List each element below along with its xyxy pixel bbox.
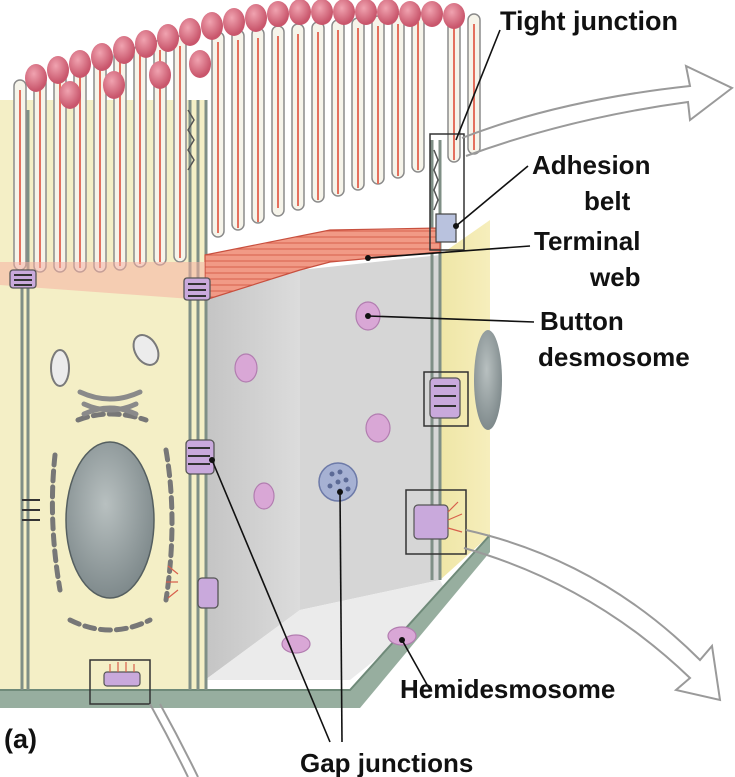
- label-tight-junction: Tight junction: [500, 6, 678, 36]
- adhesion-belt: [435, 213, 457, 243]
- label-adhesion-belt-line2: belt: [584, 186, 631, 216]
- interior-vesicles: [234, 301, 417, 654]
- desmosome-lines: [14, 274, 456, 521]
- label-hemidesmosome: Hemidesmosome: [400, 674, 615, 704]
- tight-junction-strands: [187, 109, 439, 211]
- cell-interior-back: [205, 270, 300, 680]
- cell-interior-floor: [205, 580, 450, 680]
- labels: Tight junction Adhesion belt Terminal we…: [4, 6, 690, 777]
- label-adhesion-belt-line1: Adhesion: [532, 150, 650, 180]
- microvilli: [13, 0, 481, 273]
- hemidesmosomes: [103, 504, 449, 687]
- golgi: [77, 389, 143, 417]
- left-nucleus: [65, 441, 155, 599]
- label-button-desmosome-line2: desmosome: [538, 342, 690, 372]
- callout-boxes: [89, 133, 469, 705]
- label-terminal-web-line2: web: [589, 262, 641, 292]
- label-button-desmosome-line1: Button: [540, 306, 624, 336]
- label-terminal-web-line1: Terminal: [534, 226, 640, 256]
- endoplasmic-reticulum: [49, 411, 175, 633]
- magnification-arrows: [149, 64, 734, 777]
- panel-letter: (a): [4, 724, 37, 754]
- leader-lines: [209, 29, 535, 743]
- label-gap-junctions: Gap junctions: [300, 748, 473, 777]
- mitochondria: [50, 334, 160, 387]
- right-nucleus: [474, 330, 502, 430]
